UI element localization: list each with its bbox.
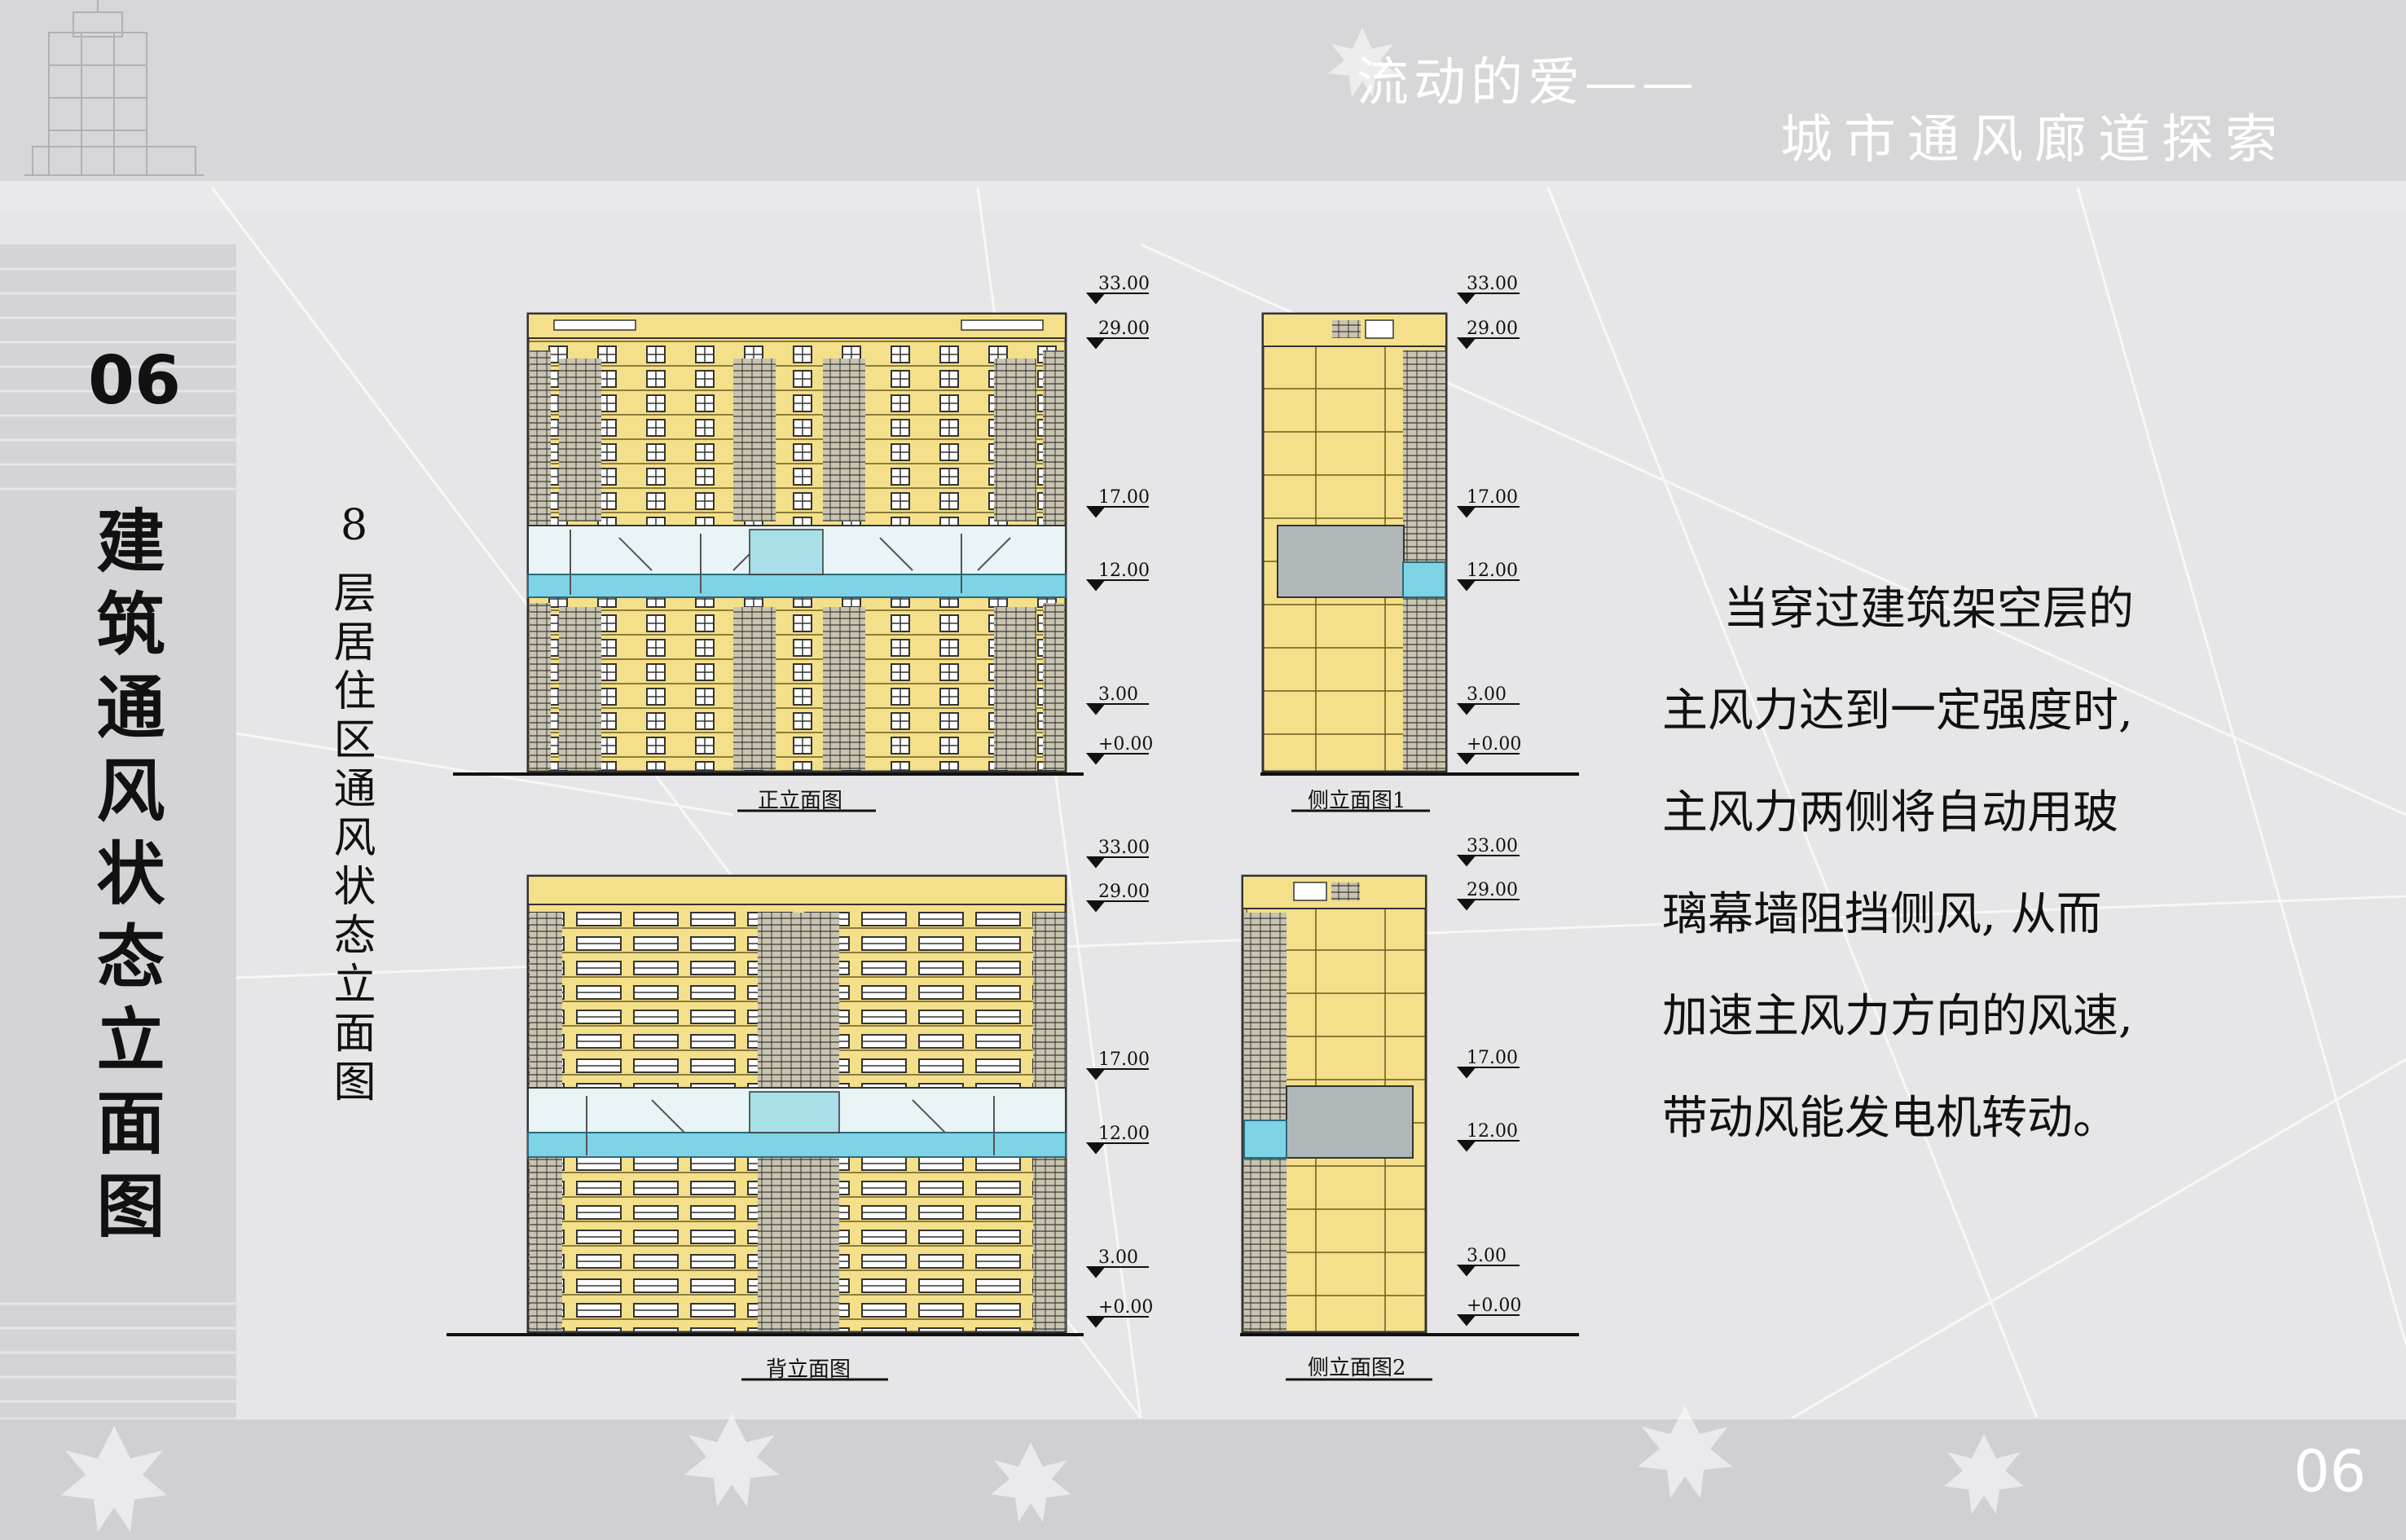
section-number: 06 <box>88 342 182 420</box>
elev-label: 12.00 <box>1467 561 1518 581</box>
elev-label: 17.00 <box>1467 487 1518 508</box>
side-elevation-2-caption: 侧立面图2 <box>1308 1356 1406 1380</box>
front-elevation-drawing <box>453 312 1084 776</box>
leaf-decorations <box>61 28 2024 1532</box>
elev-label: 29.00 <box>1467 880 1518 900</box>
subtitle-number: 8 <box>341 501 368 550</box>
description-line: 主风力达到一定强度时, <box>1662 684 2133 737</box>
elev-label: 3.00 <box>1098 1247 1138 1268</box>
side-elevation-1-caption: 侧立面图1 <box>1308 789 1406 813</box>
elev-label: 17.00 <box>1098 487 1150 508</box>
building-sketch-logo <box>24 0 204 176</box>
elev-label: 33.00 <box>1467 836 1518 856</box>
back-elevation-caption: 背立面图 <box>766 1357 851 1382</box>
elev-label: 17.00 <box>1467 1048 1518 1068</box>
elev-label: +0.00 <box>1467 1296 1522 1316</box>
header-divider <box>0 181 2406 210</box>
description-line: 带动风能发电机转动。 <box>1662 1092 2118 1145</box>
elev-label: 12.00 <box>1098 1124 1150 1144</box>
back-elevation-drawing <box>446 874 1084 1336</box>
elev-label: +0.00 <box>1098 1297 1154 1318</box>
elev-label: 17.00 <box>1098 1049 1150 1070</box>
elev-label: 12.00 <box>1098 561 1150 581</box>
description-line: 加速主风力方向的风速, <box>1662 990 2133 1043</box>
description: 当穿过建筑架空层的 主风力达到一定强度时, 主风力两侧将自动用玻 璃幕墙阻挡侧风… <box>1662 558 2249 1169</box>
title-line-2: 城市通风廊道探索 <box>1780 110 2289 170</box>
description-line: 主风力两侧将自动用玻 <box>1662 786 2118 839</box>
elev-label: 29.00 <box>1098 319 1150 339</box>
elev-label: 3.00 <box>1467 684 1506 705</box>
side-elevation-1-drawing <box>1260 312 1579 776</box>
title-line-1: 流动的爱—— <box>1357 53 1699 113</box>
page-number: 06 <box>2294 1438 2367 1505</box>
elev-label: 33.00 <box>1098 274 1150 294</box>
sidebar-stripes <box>0 267 236 1403</box>
caption-underlines <box>737 809 1432 1381</box>
section-title: 建筑通风状态立面图 <box>86 505 166 1253</box>
elev-label: 29.00 <box>1467 319 1518 339</box>
header-band <box>0 0 2406 181</box>
elev-label: 3.00 <box>1098 684 1138 705</box>
elev-label: +0.00 <box>1467 734 1522 755</box>
elev-label: 29.00 <box>1098 882 1150 902</box>
elev-label: 33.00 <box>1467 274 1518 294</box>
elev-label: 33.00 <box>1098 838 1150 858</box>
front-elevation-caption: 正立面图 <box>758 789 843 813</box>
elevation-markers <box>1085 293 1520 1328</box>
elev-label: 12.00 <box>1467 1121 1518 1142</box>
side-elevation-2-drawing <box>1240 874 1579 1336</box>
elev-label: +0.00 <box>1098 734 1154 755</box>
description-line: 当穿过建筑架空层的 <box>1723 583 2134 636</box>
subtitle-text: 层居住区通风状态立面图 <box>326 570 375 1108</box>
elev-label: 3.00 <box>1467 1246 1506 1266</box>
description-line: 璃幕墙阻挡侧风, 从而 <box>1662 888 2102 941</box>
